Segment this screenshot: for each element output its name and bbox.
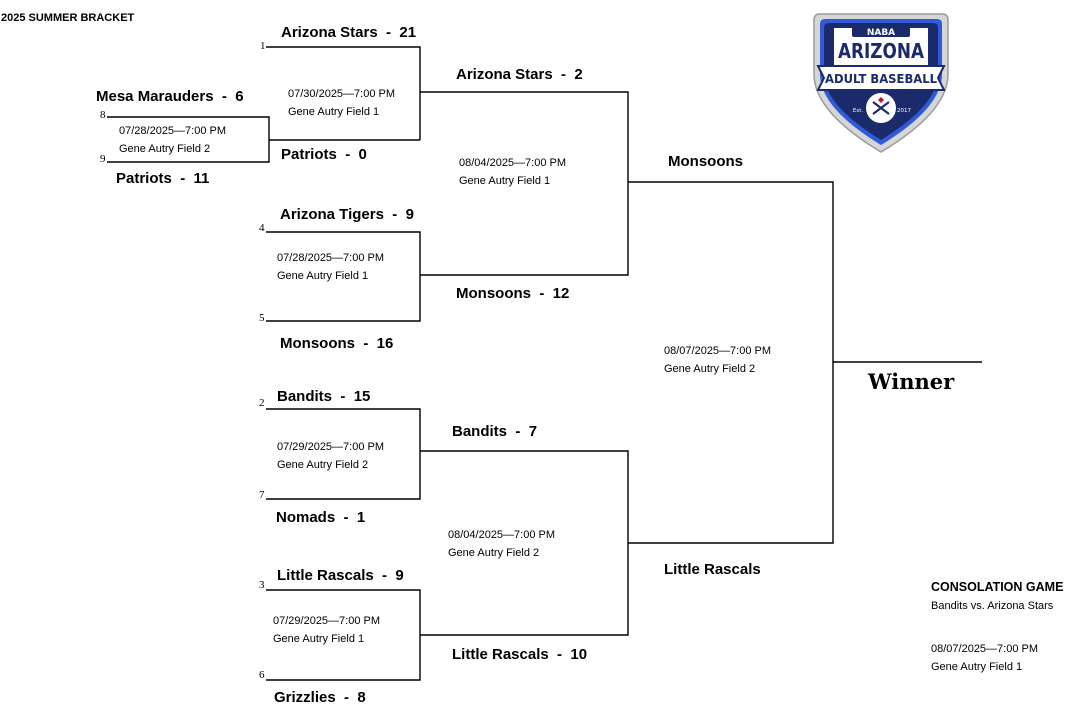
bracket-line-r1-game2 (266, 231, 421, 322)
logo-arizona-text: ARIZONA (838, 39, 924, 63)
logo-crossed-bats-icon (872, 101, 890, 115)
play-in-bottom-team: Patriots - 11 (116, 170, 210, 187)
logo-banner (816, 65, 946, 91)
seed-number: 9 (100, 153, 106, 165)
bracket-title: 2025 SUMMER BRACKET (1, 12, 135, 24)
logo-est-text: Est. (853, 108, 863, 114)
logo-top-panel (834, 28, 928, 66)
final-top-team: Monsoons (668, 153, 743, 170)
consolation-date: 08/07/2025—7:00 PM (931, 643, 1039, 655)
seed-number: 8 (100, 109, 106, 121)
r1-game3-bottom-team: Nomads - 1 (276, 509, 366, 526)
r1-game1-bottom-team: Patriots - 0 (281, 146, 367, 163)
r1-game4-bottom-team: Grizzlies - 8 (274, 689, 366, 706)
r1-game2-bottom-team: Monsoons - 16 (280, 335, 394, 352)
consolation-title: CONSOLATION GAME (931, 580, 1064, 594)
seed-number: 4 (259, 222, 265, 234)
semi1-top-team: Arizona Stars - 2 (456, 66, 583, 83)
bracket-line-r1-game3 (266, 408, 421, 500)
consolation-matchup: Bandits vs. Arizona Stars (931, 600, 1054, 612)
consolation-box: CONSOLATION GAME Bandits vs. Arizona Sta… (931, 580, 1063, 676)
bracket-line-r1-game1 (266, 46, 421, 140)
seed-number: 7 (259, 489, 265, 501)
naba-arizona-logo: NABA ARIZONA ADULT BASEBALL Est. 2017 (813, 13, 949, 153)
winner-label: Winner (868, 369, 955, 394)
logo-naba-text: NABA (867, 28, 895, 38)
seed-number: 5 (259, 312, 265, 324)
r1-game1-top-team: Arizona Stars - 21 (281, 24, 417, 41)
final-bottom-team: Little Rascals (664, 561, 761, 578)
semi2-bottom-team: Little Rascals - 10 (452, 646, 588, 663)
seed-number: 3 (259, 579, 265, 591)
seed-number: 2 (259, 397, 265, 409)
r1-game3-top-team: Bandits - 15 (277, 388, 371, 405)
logo-naba-bar (852, 26, 910, 37)
r1-game2-top-team: Arizona Tigers - 9 (280, 206, 414, 223)
logo-star-icon (878, 97, 884, 103)
semi2-top-team: Bandits - 7 (452, 423, 538, 440)
logo-year-text: 2017 (897, 108, 911, 114)
consolation-field: Gene Autry Field 1 (931, 661, 1023, 673)
seed-number: 1 (260, 40, 266, 52)
bracket-line-semi1 (420, 91, 629, 276)
seed-number: 6 (259, 669, 265, 681)
r1-game4-top-team: Little Rascals - 9 (277, 567, 404, 584)
play-in-top-team: Mesa Marauders - 6 (96, 88, 244, 105)
logo-banner-text: ADULT BASEBALL (825, 72, 937, 86)
semi1-bottom-team: Monsoons - 12 (456, 285, 570, 302)
